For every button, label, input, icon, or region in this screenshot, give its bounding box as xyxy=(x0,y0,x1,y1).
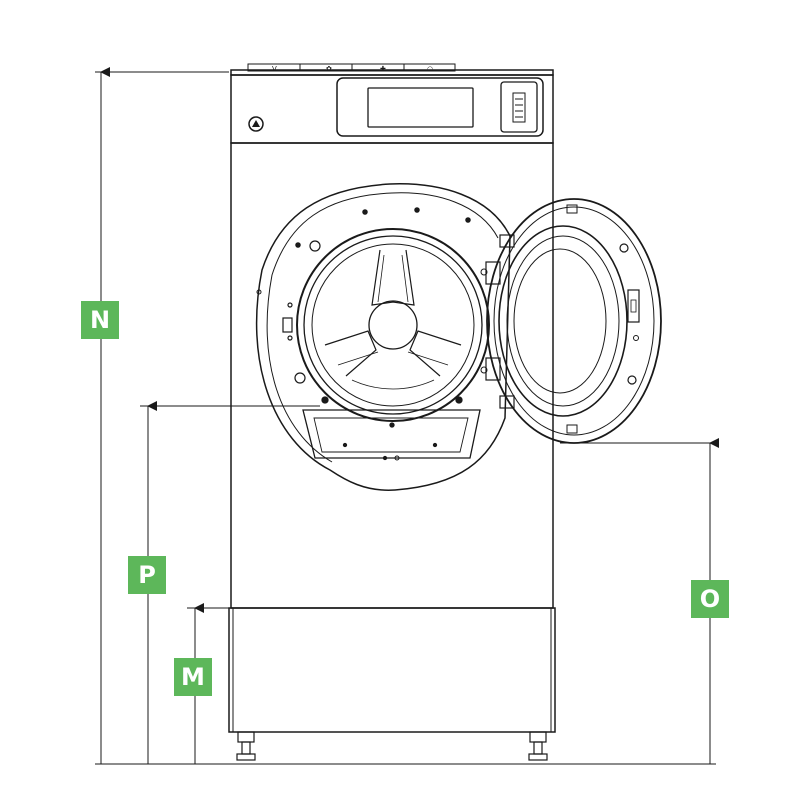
top-dispenser-caps: V ✿ ✚ ◠ xyxy=(247,63,456,73)
lower-bezel-tray xyxy=(302,396,481,461)
door-bezel xyxy=(255,183,511,491)
drum xyxy=(296,228,490,422)
brand-logo-icon xyxy=(248,116,264,132)
dimension-label-m: M xyxy=(174,658,212,696)
machine-cabinet xyxy=(230,69,554,609)
dimension-label-n: N xyxy=(81,301,119,339)
dimension-label-o: O xyxy=(691,580,729,618)
open-door xyxy=(480,198,662,444)
svg-text:◠: ◠ xyxy=(427,65,433,73)
svg-text:V: V xyxy=(272,65,277,73)
pedestal xyxy=(228,607,556,761)
door-lock xyxy=(282,302,293,341)
dimension-label-p: P xyxy=(128,556,166,594)
svg-text:✚: ✚ xyxy=(380,65,386,73)
control-display-panel xyxy=(336,77,544,137)
svg-text:✿: ✿ xyxy=(326,65,332,73)
